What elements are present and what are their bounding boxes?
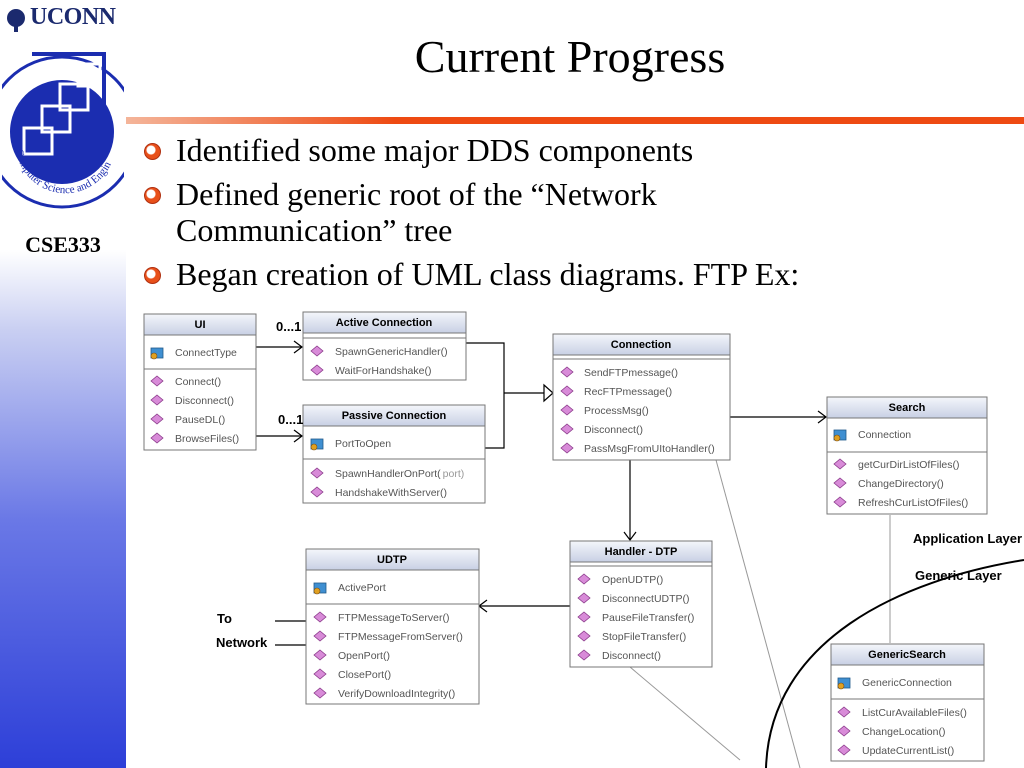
- logo-text: UCONN: [30, 4, 116, 30]
- svg-text:BrowseFiles(): BrowseFiles(): [175, 433, 239, 445]
- bullet-item: Identified some major DDS components: [142, 132, 1022, 168]
- svg-text:UDTP: UDTP: [377, 554, 407, 566]
- svg-text:WaitForHandshake(): WaitForHandshake(): [335, 365, 431, 377]
- class-passive-connection[interactable]: Passive Connection PortToOpen SpawnHandl…: [302, 404, 486, 504]
- svg-text:GenericSearch: GenericSearch: [868, 649, 946, 661]
- bullet-text: Identified some major DDS components: [176, 132, 694, 168]
- svg-text:ActivePort: ActivePort: [338, 582, 386, 594]
- class-ui[interactable]: UI ConnectType Connect() Disconnect() Pa…: [143, 313, 257, 451]
- svg-text:ChangeDirectory(): ChangeDirectory(): [858, 478, 944, 490]
- svg-text:PauseFileTransfer(): PauseFileTransfer(): [602, 612, 694, 624]
- svg-text:SpawnGenericHandler(): SpawnGenericHandler(): [335, 346, 448, 358]
- svg-text:ChangeLocation(): ChangeLocation(): [862, 726, 945, 738]
- svg-text:Handler - DTP: Handler - DTP: [605, 546, 678, 558]
- class-connection[interactable]: Connection SendFTPmessage() RecFTPmessag…: [552, 333, 731, 461]
- bullet-list: Identified some major DDS components Def…: [142, 132, 1022, 300]
- generic-layer-label: Generic Layer: [915, 568, 1002, 583]
- class-udtp[interactable]: UDTP ActivePort FTPMessageToServer() FTP…: [305, 548, 480, 705]
- multiplicity-passive: 0...1: [278, 412, 303, 427]
- svg-text:UpdateCurrentList(): UpdateCurrentList(): [862, 745, 954, 757]
- svg-text:getCurDirListOfFiles(): getCurDirListOfFiles(): [858, 459, 960, 471]
- bullet-icon: [144, 143, 161, 160]
- svg-text:HandshakeWithServer(): HandshakeWithServer(): [335, 487, 447, 499]
- svg-text:Connect(): Connect(): [175, 376, 221, 388]
- association-lines: [256, 340, 827, 646]
- multiplicity-active: 0...1: [276, 319, 301, 334]
- svg-text:Disconnect(): Disconnect(): [175, 395, 234, 407]
- svg-text:FTPMessageToServer(): FTPMessageToServer(): [338, 612, 449, 624]
- class-handler-dtp[interactable]: Handler - DTP OpenUDTP() DisconnectUDTP(…: [569, 540, 713, 668]
- svg-text:ListCurAvailableFiles(): ListCurAvailableFiles(): [862, 707, 967, 719]
- svg-text:GenericConnection: GenericConnection: [862, 677, 952, 689]
- svg-text:PassMsgFromUItoHandler(): PassMsgFromUItoHandler(): [584, 443, 715, 455]
- sidebar: UCONN Computer Science and Engineering C…: [0, 0, 126, 768]
- class-generic-search[interactable]: GenericSearch GenericConnection ListCurA…: [830, 643, 985, 762]
- class-search[interactable]: Search Connection getCurDirListOfFiles()…: [826, 396, 988, 515]
- oak-leaf-icon: [7, 9, 25, 32]
- svg-text:Connection: Connection: [858, 429, 911, 441]
- svg-text:Connection: Connection: [611, 339, 672, 351]
- bullet-item: Began creation of UML class diagrams. FT…: [142, 256, 1022, 292]
- svg-text:SendFTPmessage(): SendFTPmessage(): [584, 367, 678, 379]
- svg-text:RefreshCurListOfFiles(): RefreshCurListOfFiles(): [858, 497, 968, 509]
- svg-text:Active Connection: Active Connection: [336, 317, 433, 329]
- cse-seal: Computer Science and Engineering: [2, 40, 124, 209]
- svg-text:SpawnHandlerOnPort(port): SpawnHandlerOnPort(port): [335, 468, 464, 480]
- svg-text:PauseDL(): PauseDL(): [175, 414, 225, 426]
- svg-text:OpenUDTP(): OpenUDTP(): [602, 574, 663, 586]
- svg-text:ConnectType: ConnectType: [175, 347, 237, 359]
- bullet-item: Defined generic root of the “Network Com…: [142, 176, 816, 248]
- to-network-label-line2: Network: [216, 635, 268, 650]
- layer-boundary: [765, 559, 1024, 768]
- svg-text:DisconnectUDTP(): DisconnectUDTP(): [602, 593, 690, 605]
- to-network-label-line1: To: [217, 611, 232, 626]
- svg-text:RecFTPmessage(): RecFTPmessage(): [584, 386, 672, 398]
- svg-text:VerifyDownloadIntegrity(): VerifyDownloadIntegrity(): [338, 688, 455, 700]
- svg-text:ProcessMsg(): ProcessMsg(): [584, 405, 649, 417]
- svg-text:FTPMessageFromServer(): FTPMessageFromServer(): [338, 631, 463, 643]
- page-title: Current Progress: [414, 31, 726, 82]
- class-name: UI: [195, 319, 206, 331]
- bullet-text: Began creation of UML class diagrams. FT…: [176, 256, 800, 292]
- svg-text:Passive Connection: Passive Connection: [342, 410, 447, 422]
- svg-text:StopFileTransfer(): StopFileTransfer(): [602, 631, 686, 643]
- application-layer-label: Application Layer: [913, 531, 1022, 546]
- class-active-connection[interactable]: Active Connection SpawnGenericHandler() …: [302, 311, 467, 381]
- course-label: CSE333: [25, 232, 101, 257]
- svg-text:Disconnect(): Disconnect(): [602, 650, 661, 662]
- title-divider: [126, 117, 1024, 124]
- svg-text:Disconnect(): Disconnect(): [584, 424, 643, 436]
- svg-text:ClosePort(): ClosePort(): [338, 669, 391, 681]
- generic-links: [629, 459, 891, 768]
- bullet-text: Defined generic root of the “Network Com…: [176, 176, 657, 248]
- svg-text:PortToOpen: PortToOpen: [335, 438, 391, 450]
- bullet-icon: [144, 187, 161, 204]
- bullet-icon: [144, 267, 161, 284]
- svg-text:OpenPort(): OpenPort(): [338, 650, 390, 662]
- svg-text:Search: Search: [889, 402, 926, 414]
